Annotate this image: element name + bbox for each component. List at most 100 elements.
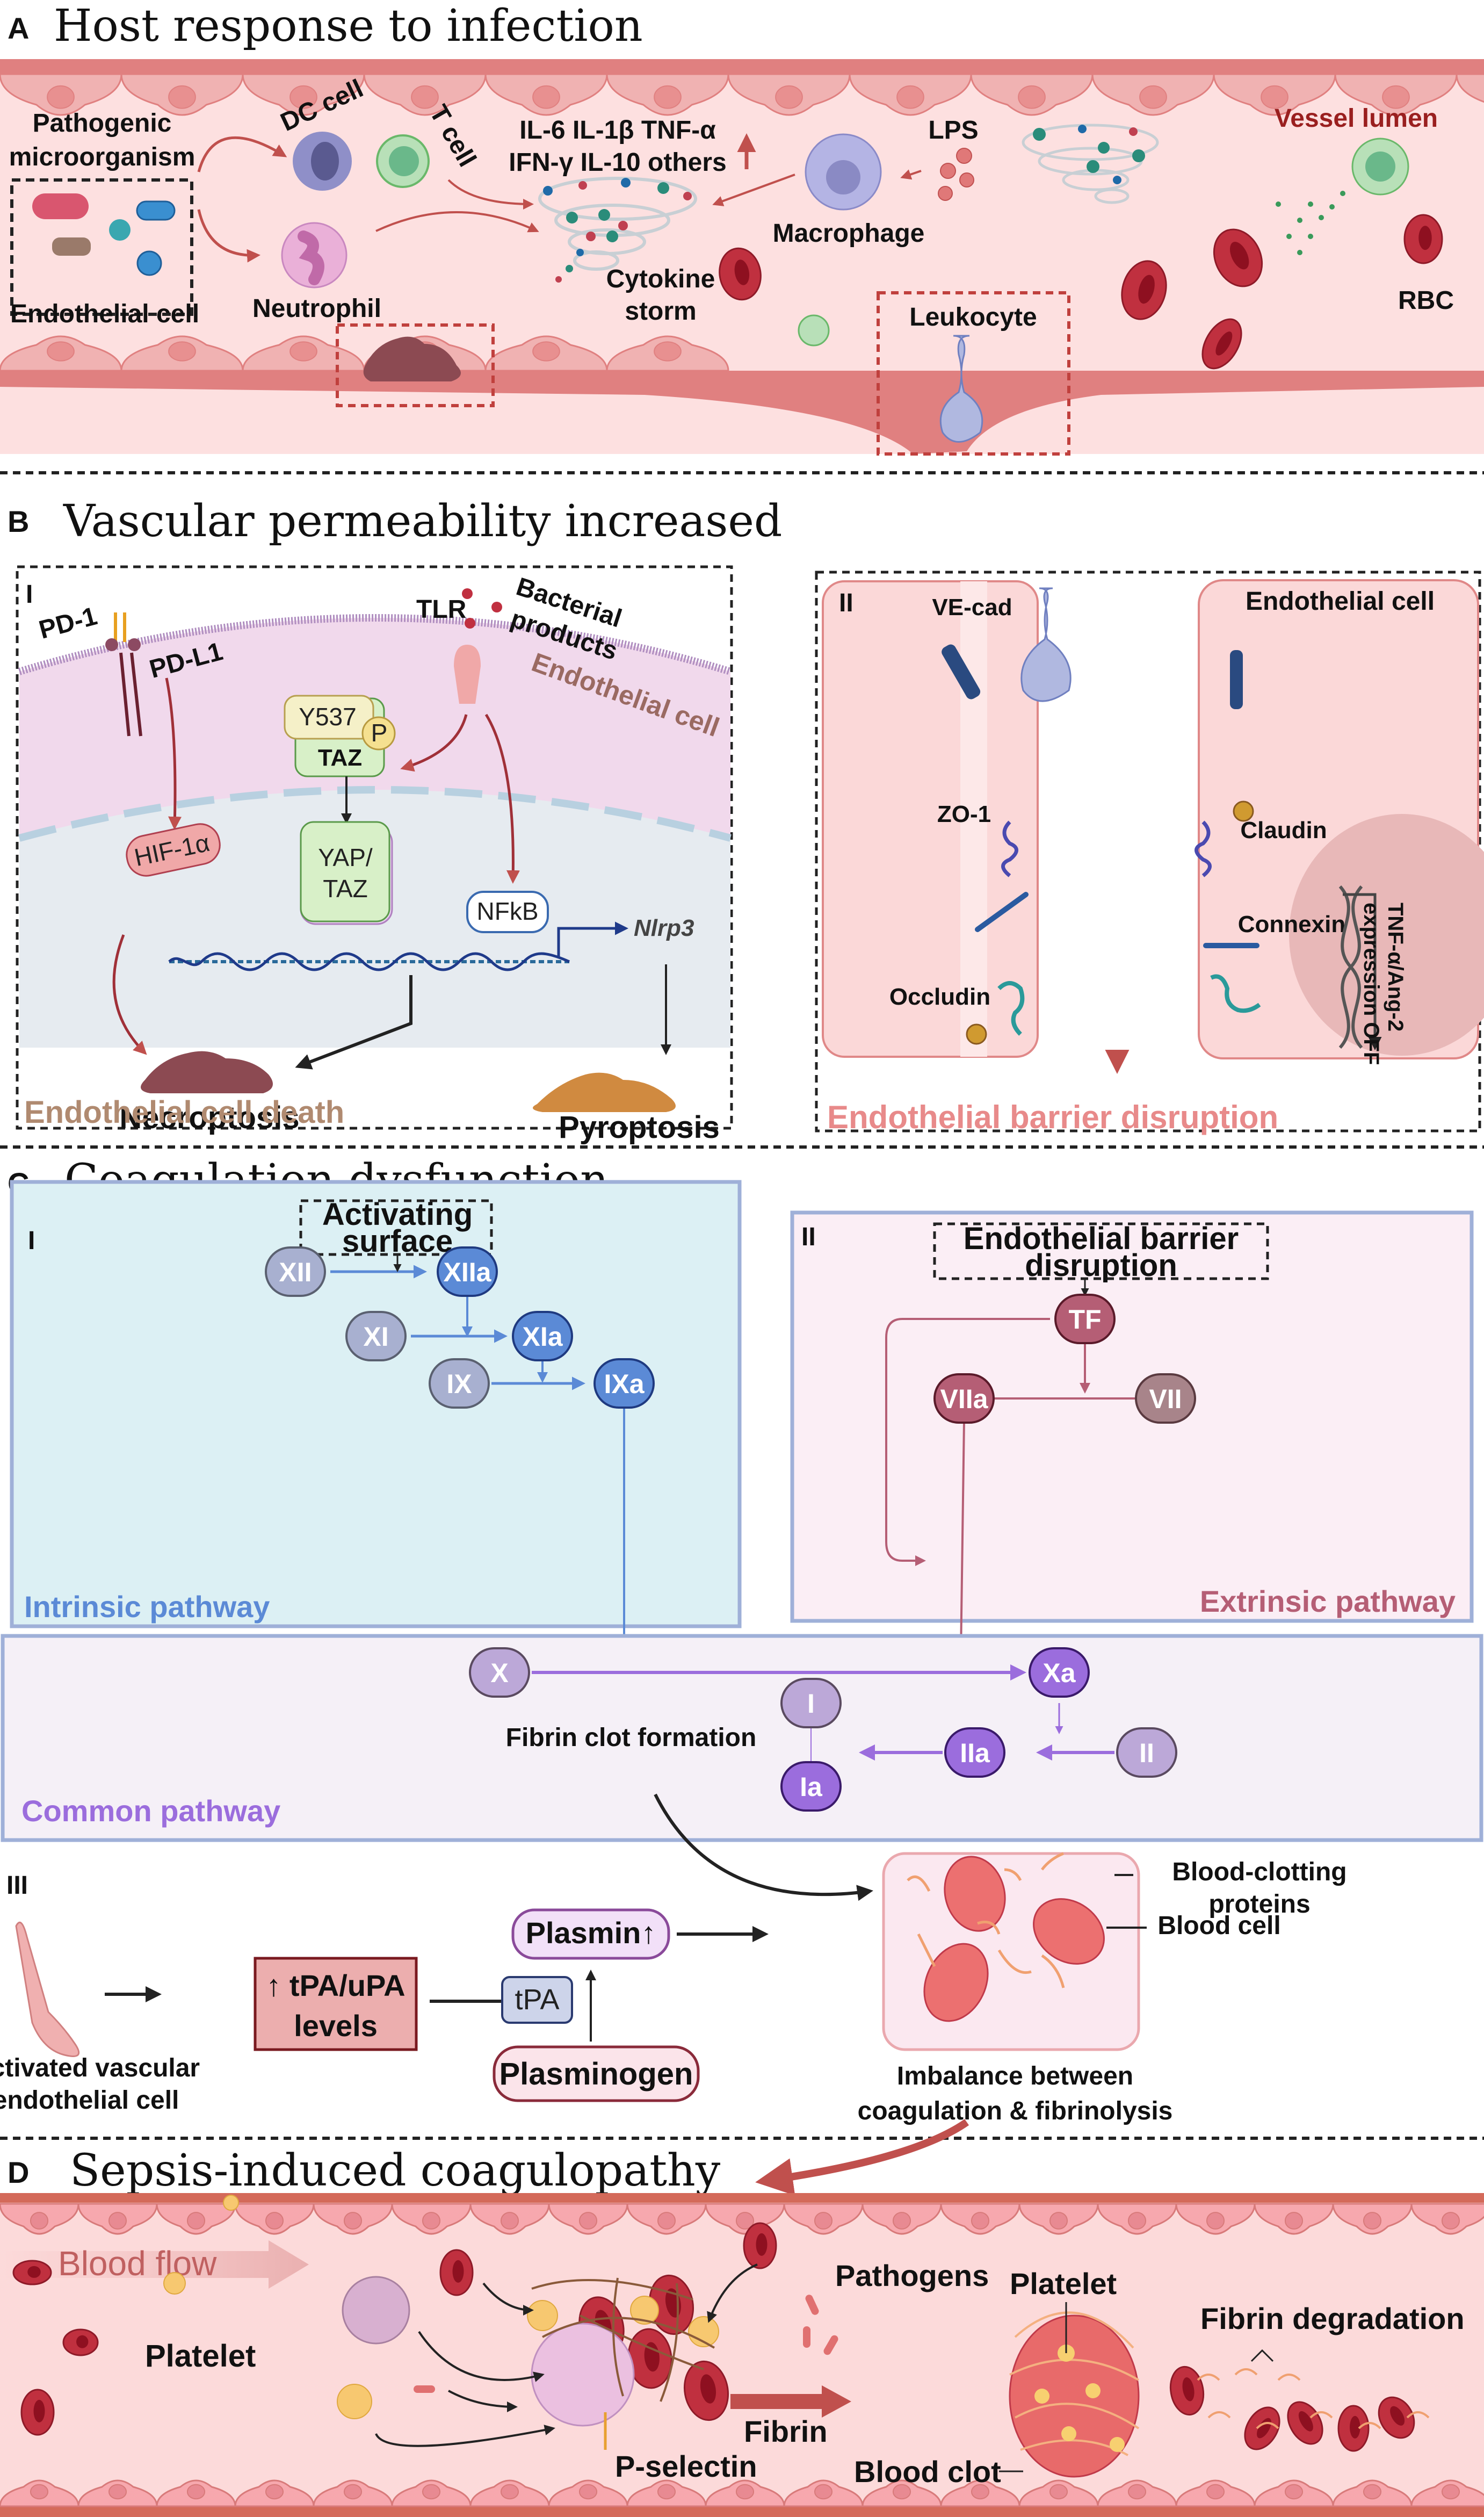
rbc-icon xyxy=(1121,260,1167,320)
arrow-hif-to-necroptosis xyxy=(112,934,147,1055)
endothelial-cell-icon xyxy=(0,2203,79,2235)
necroptosis-cell-icon xyxy=(141,1051,273,1093)
panel-d: D Sepsis-induced coagulopathy Blood flow xyxy=(0,2145,1484,2517)
endothelial-cell-icon xyxy=(234,2203,315,2235)
panel-a: A Host response to infection Pathogenic … xyxy=(0,1,1484,474)
factor-xiia: XIIa xyxy=(437,1246,498,1297)
factor-xia: XIa xyxy=(512,1311,573,1361)
factor-xa: Xa xyxy=(1029,1647,1090,1698)
p-selectin-label: P-selectin xyxy=(615,2449,757,2483)
factor-xiia-label: XIIa xyxy=(444,1257,492,1287)
factor-ii-label: II xyxy=(1139,1738,1154,1768)
vessel-wall-top xyxy=(0,59,1484,74)
lps-label: LPS xyxy=(928,116,978,145)
endothelial-cell-icon xyxy=(606,73,729,116)
claudin-label: Claudin xyxy=(1240,817,1327,843)
factor-i: I xyxy=(780,1678,842,1728)
vessel-wall-top-d xyxy=(0,2193,1484,2203)
endothelial-cell-icon xyxy=(391,2479,472,2507)
blood-clot-label: Blood clot xyxy=(854,2455,1001,2489)
imbalance-line2: coagulation & fibrinolysis xyxy=(858,2097,1173,2125)
endothelial-cell-death-label: Endothelial cell death xyxy=(24,1095,344,1130)
endothelial-cell-icon xyxy=(1334,73,1458,116)
y537-label: Y537 xyxy=(299,703,356,731)
pathogens-label: Pathogens xyxy=(835,2259,989,2292)
zo1-right-icon xyxy=(1195,820,1212,877)
plasminogen-label: Plasminogen xyxy=(500,2057,693,2092)
endothelial-cell-icon xyxy=(0,73,122,116)
blood-flow-label: Blood flow xyxy=(58,2244,217,2283)
bacillus-icon xyxy=(136,200,176,221)
endothelial-cell-icon xyxy=(120,335,244,372)
panel-c: C Coagulation dysfunction I Activating s… xyxy=(0,1152,1484,2196)
factor-xii-label: XII xyxy=(279,1257,312,1287)
factor-xa-label: Xa xyxy=(1043,1658,1076,1688)
macrophage-label: Macrophage xyxy=(773,219,925,248)
virus-icon xyxy=(136,250,162,276)
transmigrating-leukocyte-icon xyxy=(1020,587,1072,702)
storm-label: storm xyxy=(625,297,696,326)
factor-iia: IIa xyxy=(944,1727,1005,1778)
zo1-label: ZO-1 xyxy=(937,801,991,827)
surface-label: surface xyxy=(342,1224,453,1259)
tpa-upa-line1: ↑ tPA/uPA xyxy=(266,1968,405,2002)
pathogen-box xyxy=(10,178,193,316)
blood-clot-icon xyxy=(1009,2311,1140,2478)
lps-particles-icon xyxy=(938,148,974,201)
endothelial-cell-icon xyxy=(1213,73,1336,116)
neutrophil-label: Neutrophil xyxy=(252,294,381,323)
endothelial-cell-icon xyxy=(1456,73,1484,103)
cell-membrane xyxy=(18,614,732,675)
endothelial-cell-icon xyxy=(626,2479,707,2507)
cytokine-label: Cytokine xyxy=(606,265,715,293)
factor-viia-label: VIIa xyxy=(940,1384,989,1414)
factor-ixa: IXa xyxy=(593,1358,655,1409)
factor-x: X xyxy=(469,1647,530,1698)
dc-nucleus-icon xyxy=(311,142,339,181)
necrotic-cell-icon xyxy=(363,336,461,381)
paracellular-gap xyxy=(960,581,987,1057)
endothelial-cell-icon xyxy=(234,2479,315,2507)
tlr-label: TLR xyxy=(416,595,466,624)
degraded-fibrin-icon xyxy=(1197,2368,1430,2429)
dna-helix-icon xyxy=(168,952,570,971)
activating-label: Activating xyxy=(322,1197,473,1232)
arrow-pd1-to-hif xyxy=(165,677,182,830)
arrow-to-coagulopathy xyxy=(755,2119,969,2196)
endothelial-cell-icon xyxy=(606,335,729,372)
rbc-icon xyxy=(1378,2396,1415,2439)
vessel-wall-bottom xyxy=(0,371,1484,454)
virus-icon xyxy=(109,219,131,241)
plasminogen-box xyxy=(493,2045,700,2102)
rbc-icon xyxy=(719,247,762,301)
lymphocyte-small-icon xyxy=(798,314,830,347)
extrinsic-pathway-box xyxy=(790,1210,1474,1623)
lymphocyte-nucleus-icon xyxy=(1365,152,1395,182)
endothelial-cell-icon xyxy=(940,2203,1020,2235)
roman-numeral-extrinsic: II xyxy=(801,1223,816,1251)
cytokine-dots xyxy=(543,178,692,283)
endothelial-cell-icon xyxy=(783,2203,864,2235)
endothelial-cell-icon xyxy=(1332,2203,1413,2235)
panel-d-letter: D xyxy=(8,2155,29,2189)
endothelial-cell-icon xyxy=(156,2479,236,2507)
arrow-to-neutrophil xyxy=(197,209,260,263)
cytokine-dots-right xyxy=(1033,125,1145,184)
roman-numeral-intrinsic: I xyxy=(28,1227,35,1255)
occludin-particle-icon xyxy=(966,1023,987,1045)
t-cell-nucleus-icon xyxy=(389,146,419,176)
fibrin-degradation-label: Fibrin degradation xyxy=(1200,2302,1465,2335)
rbc-icon xyxy=(1337,2405,1370,2452)
pathogens-icon xyxy=(414,2295,838,2393)
factor-xia-label: XIa xyxy=(522,1322,563,1352)
taz-label: TAZ xyxy=(318,745,362,771)
endothelial-cell-icon xyxy=(1254,2479,1334,2507)
pyroptosis-label: Pyroptosis xyxy=(559,1110,720,1145)
arrow-lps-to-macrophage xyxy=(900,169,922,180)
endothelial-cell-icon xyxy=(1254,2203,1334,2235)
factor-tf: TF xyxy=(1054,1294,1116,1344)
endothelial-cell-icon xyxy=(1091,73,1215,116)
y537-box xyxy=(284,695,374,740)
endothelial-cell-icon xyxy=(548,2203,628,2235)
activated-cell-line2: endothelial cell xyxy=(0,2086,179,2115)
